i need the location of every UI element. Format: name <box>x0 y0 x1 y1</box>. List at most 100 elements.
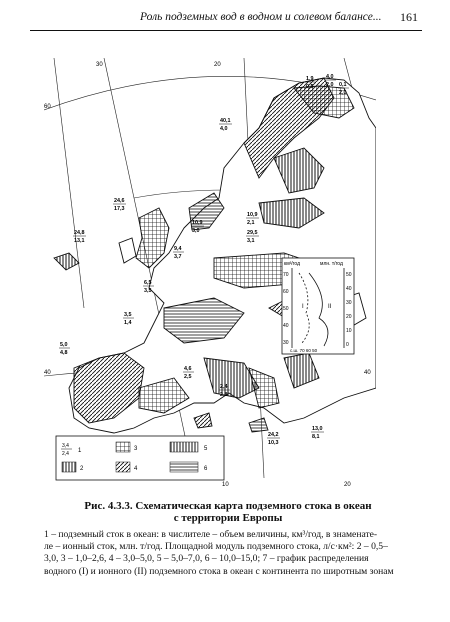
flow-marker: 24,8 13,1 <box>73 230 86 244</box>
legend-item-2: 2 <box>61 461 84 473</box>
svg-text:5: 5 <box>204 446 208 452</box>
inset-roman-2: II <box>328 304 332 310</box>
inset-left-tick: 70 <box>283 272 289 278</box>
lat-label: 40 <box>44 370 51 376</box>
landmass <box>53 77 377 434</box>
svg-text:4,8: 4,8 <box>60 350 68 356</box>
svg-text:3: 3 <box>134 446 138 452</box>
inset-bottom-label: с.ш. 70 60 50 <box>290 348 318 353</box>
inset-left-tick: 50 <box>283 306 289 312</box>
svg-text:10,9: 10,9 <box>247 212 258 218</box>
caption-title: Рис. 4.3.3. Схематическая карта подземно… <box>84 500 372 512</box>
flow-marker: 5,04,8 <box>59 342 70 356</box>
svg-text:13,0: 13,0 <box>312 426 323 432</box>
svg-text:0,5: 0,5 <box>306 84 314 90</box>
svg-text:3,7: 3,7 <box>174 254 182 260</box>
svg-text:1,4: 1,4 <box>124 320 132 326</box>
svg-text:2: 2 <box>80 466 84 472</box>
svg-text:1: 1 <box>78 448 82 454</box>
inset-left-tick: 60 <box>283 289 289 295</box>
lat-label: 40 <box>364 370 371 376</box>
inset-right-tick: 30 <box>346 300 352 306</box>
inset-left-axis-title: км³/год <box>284 261 300 267</box>
map-figure: км³/год млн. т/год 50 40 30 20 10 0 70 6… <box>43 57 377 488</box>
inset-right-ticks: 50 40 30 20 10 0 <box>346 272 352 348</box>
svg-text:2,4: 2,4 <box>220 384 228 390</box>
page-header: Роль подземных вод в водном и солевом ба… <box>30 8 422 31</box>
svg-text:8,1: 8,1 <box>312 434 320 440</box>
svg-text:2,0: 2,0 <box>339 90 347 96</box>
flow-marker: 9,43,7 <box>173 246 184 260</box>
flow-marker: 10,9 3,0 <box>191 220 204 234</box>
caption-line: 3,0, 3 – 1,0–2,6, 4 – 3,0–5,0, 5 – 5,0–7… <box>44 553 369 565</box>
lon-label: 30 <box>96 62 103 68</box>
svg-text:3,5: 3,5 <box>144 288 152 294</box>
caption-body: 1 – подземный сток в океан: в числителе … <box>44 529 412 578</box>
svg-text:4,0: 4,0 <box>326 74 334 80</box>
svg-text:10,3: 10,3 <box>268 440 279 446</box>
svg-text:2,5: 2,5 <box>184 374 192 380</box>
svg-text:5,0: 5,0 <box>60 342 68 348</box>
caption-line: 1 – подземный сток в океан: в числителе … <box>44 529 378 540</box>
flow-marker: 24,6 17,3 <box>113 198 126 212</box>
inset-right-tick: 10 <box>346 328 352 334</box>
legend-item-4: 4 <box>115 461 138 473</box>
flow-marker: 10,9 2,1 <box>246 212 259 226</box>
legend-item-3: 3 <box>115 441 138 453</box>
page-number: 161 <box>400 10 418 24</box>
svg-text:10,9: 10,9 <box>192 220 203 226</box>
europe-map: км³/год млн. т/год 50 40 30 20 10 0 70 6… <box>43 57 377 488</box>
svg-text:24,6: 24,6 <box>114 198 125 204</box>
legend-item-5: 5 <box>169 441 208 453</box>
legend-item-6: 6 <box>169 461 208 473</box>
inset-left-tick: 40 <box>283 323 289 329</box>
running-title: Роль подземных вод в водном и солевом ба… <box>140 11 382 23</box>
flow-marker: 24,2 10,3 <box>267 432 280 446</box>
inset-left-ticks: 70 60 50 40 30 <box>283 272 289 346</box>
caption-line: ле – ионный сток, млн. т/год. Площадной … <box>44 541 388 553</box>
flow-marker: 4,62,5 <box>183 366 194 380</box>
flow-marker: 29,53,1 <box>246 230 259 244</box>
svg-text:4: 4 <box>134 466 138 472</box>
inset-right-tick: 40 <box>346 286 352 292</box>
lon-label: 20 <box>344 482 351 488</box>
inset-right-axis-title: млн. т/год <box>320 261 343 267</box>
svg-text:3,4: 3,4 <box>62 443 69 449</box>
svg-text:24,2: 24,2 <box>268 432 279 438</box>
svg-text:24,8: 24,8 <box>74 230 85 236</box>
svg-text:3,5: 3,5 <box>124 312 132 318</box>
svg-text:17,3: 17,3 <box>114 206 125 212</box>
svg-text:29,5: 29,5 <box>247 230 258 236</box>
flow-marker: 40,1 4,0 <box>219 118 232 132</box>
svg-text:6,5: 6,5 <box>144 280 152 286</box>
svg-text:9,4: 9,4 <box>174 246 182 252</box>
flow-marker: 3,51,4 <box>123 312 134 326</box>
flow-marker: 4,02,0 <box>325 74 336 88</box>
lon-label: 20 <box>214 62 221 68</box>
flow-marker: 0,12,0 <box>338 82 349 96</box>
inset-right-tick: 50 <box>346 272 352 278</box>
inset-graph <box>281 257 355 355</box>
svg-text:6: 6 <box>204 466 208 472</box>
inset-right-tick: 0 <box>346 342 349 348</box>
svg-text:13,1: 13,1 <box>74 238 85 244</box>
inset-roman-1: I <box>302 304 304 310</box>
svg-text:3,0: 3,0 <box>192 228 200 234</box>
svg-text:2,1: 2,1 <box>247 220 255 226</box>
flow-marker: 1,90,5 <box>305 76 316 90</box>
flow-marker: 13,0 8,1 <box>311 426 324 440</box>
figure-caption: Рис. 4.3.3. Схематическая карта подземно… <box>44 500 412 578</box>
lat-label: 60 <box>44 104 51 110</box>
svg-text:40,1: 40,1 <box>220 118 231 124</box>
flow-markers: 1,90,5 4,02,0 0,12,0 40,14,0 24,617,3 24… <box>59 74 349 446</box>
svg-text:4,0: 4,0 <box>220 126 228 132</box>
flow-marker: 2,42,8 <box>219 384 230 398</box>
caption-subtitle: с территории Европы <box>173 512 283 524</box>
caption-line: водного (I) и ионного (II) подземного ст… <box>44 565 394 577</box>
flow-marker: 6,53,5 <box>143 280 154 294</box>
inset-left-tick: 30 <box>283 340 289 346</box>
inset-right-tick: 20 <box>346 314 352 320</box>
lon-label: 10 <box>222 482 229 488</box>
svg-text:2,8: 2,8 <box>220 392 228 398</box>
svg-text:4,6: 4,6 <box>184 366 192 372</box>
